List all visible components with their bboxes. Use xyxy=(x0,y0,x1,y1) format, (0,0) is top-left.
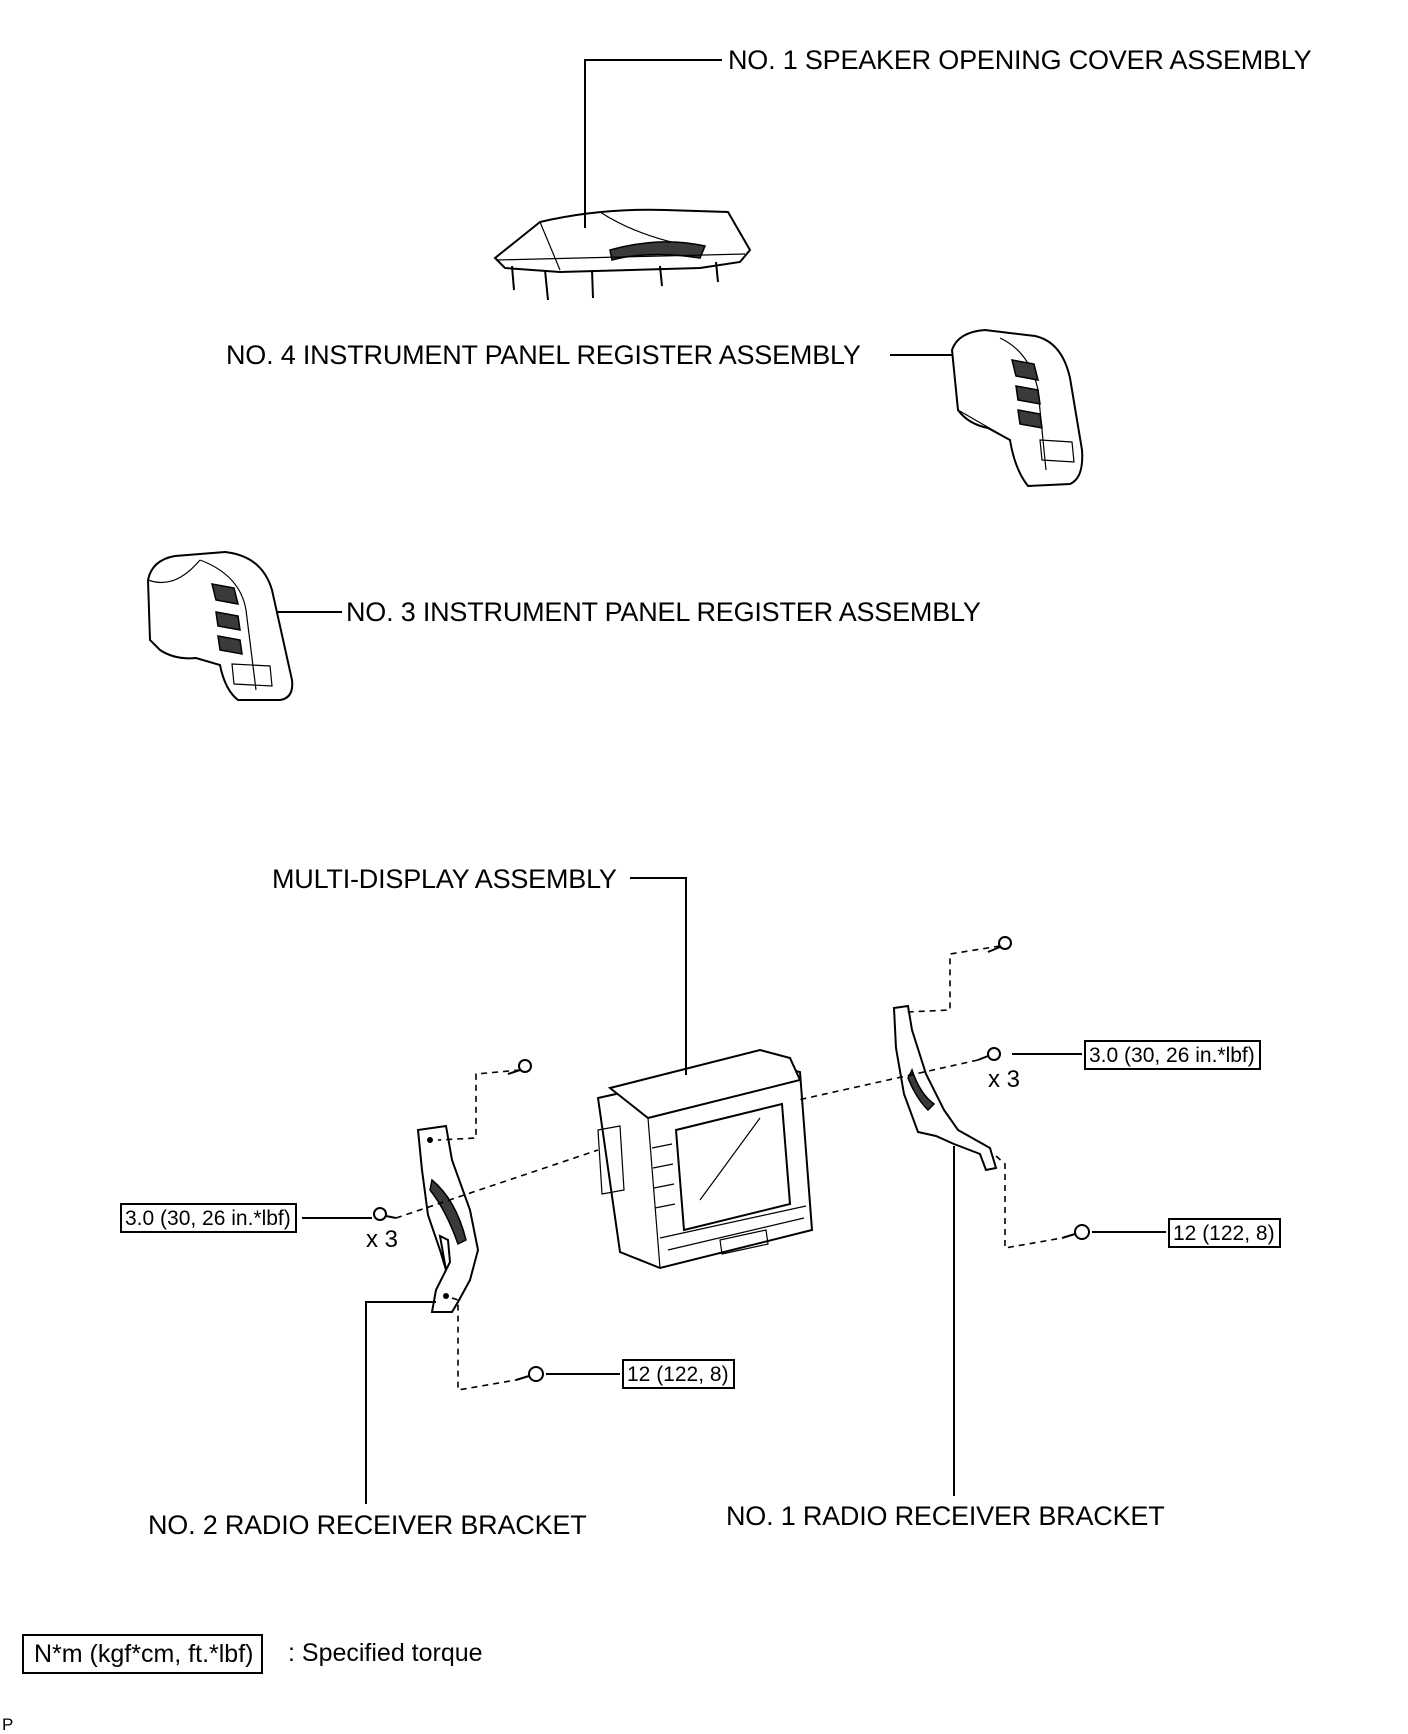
speaker-opening-cover-drawing xyxy=(493,208,752,301)
torque-spec-left-screws: 3.0 (30, 26 in.*lbf) xyxy=(120,1203,297,1233)
multi-display-label: MULTI-DISPLAY ASSEMBLY xyxy=(272,864,617,894)
torque-spec-right-screws: 3.0 (30, 26 in.*lbf) xyxy=(1084,1040,1261,1070)
bracket-no1-drawing xyxy=(892,1004,998,1172)
register-no3-drawing xyxy=(146,550,294,701)
torque-spec-right-bolt: 12 (122, 8) xyxy=(1168,1218,1281,1248)
multi-display-leader xyxy=(630,877,687,1075)
torque-leaders xyxy=(302,1053,1166,1375)
register-no3-label: NO. 3 INSTRUMENT PANEL REGISTER ASSEMBLY xyxy=(346,597,981,627)
register-no4-drawing xyxy=(950,328,1084,488)
multi-display-drawing xyxy=(596,1048,814,1270)
bracket-no2-label: NO. 2 RADIO RECEIVER BRACKET xyxy=(148,1510,587,1540)
legend-torque-box: N*m (kgf*cm, ft.*lbf) xyxy=(22,1634,264,1674)
legend-description: : Specified torque xyxy=(288,1639,483,1667)
quantity-left: x 3 xyxy=(366,1226,399,1253)
quantity-right: x 3 xyxy=(988,1066,1021,1093)
torque-spec-left-bolt: 12 (122, 8) xyxy=(622,1359,735,1389)
bracket-leaders xyxy=(365,1146,955,1504)
register-no4-label: NO. 4 INSTRUMENT PANEL REGISTER ASSEMBLY xyxy=(226,340,861,370)
speaker-cover-label: NO. 1 SPEAKER OPENING COVER ASSEMBLY xyxy=(728,45,1312,75)
alignment-lines xyxy=(395,945,1063,1391)
fasteners xyxy=(373,936,1090,1382)
bracket-no1-label: NO. 1 RADIO RECEIVER BRACKET xyxy=(726,1501,1165,1531)
bracket-no2-drawing xyxy=(416,1124,480,1313)
speaker-cover-leader xyxy=(584,59,722,228)
page-code: P xyxy=(2,1715,14,1734)
